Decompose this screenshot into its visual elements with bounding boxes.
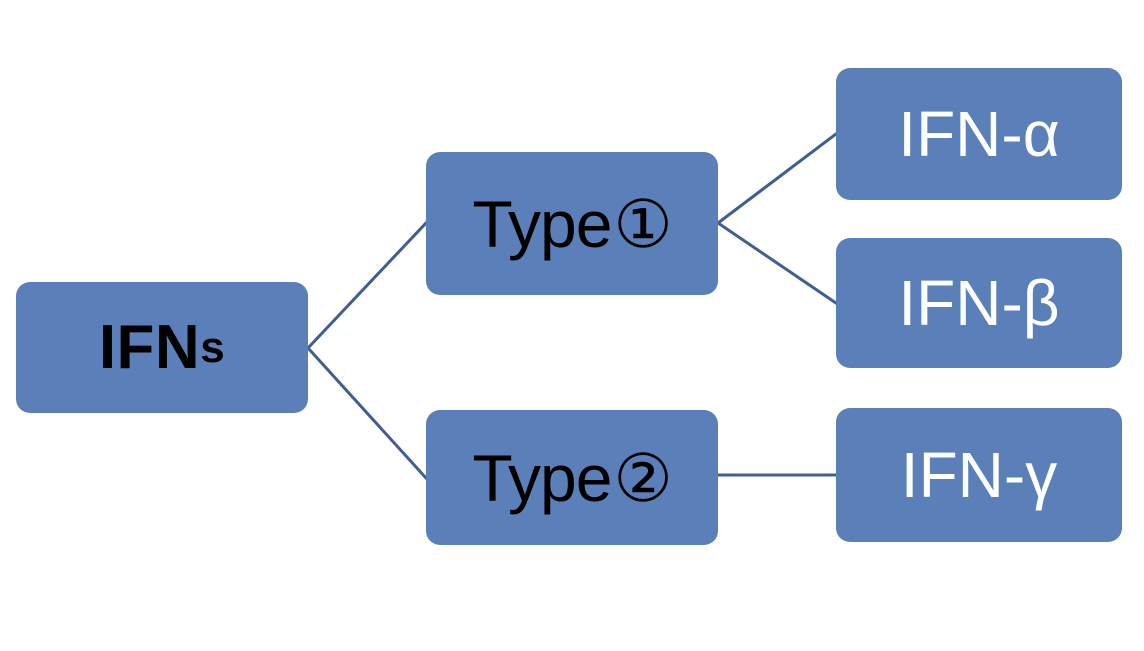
circled-number-2-icon: ② xyxy=(613,440,672,515)
node-ifn-gamma-label: IFN-γ xyxy=(900,439,1058,511)
connector-type1-to-ifn-alpha xyxy=(715,131,839,226)
connector-ifns-to-type1 xyxy=(305,220,429,351)
node-ifns-label-suffix: s xyxy=(200,322,226,372)
node-ifn-gamma[interactable]: IFN-γ xyxy=(836,408,1122,542)
node-ifn-alpha[interactable]: IFN-α xyxy=(836,68,1122,200)
circled-number-1-icon: ① xyxy=(613,186,672,261)
connector-ifns-to-type2 xyxy=(305,345,429,481)
node-type-2-label: Type xyxy=(472,440,612,515)
node-ifn-alpha-label: IFN-α xyxy=(898,98,1060,170)
node-type-1-label: Type xyxy=(472,186,612,261)
connector-type1-to-ifn-beta xyxy=(715,220,839,306)
node-ifn-beta-label: IFN-β xyxy=(898,267,1060,339)
node-ifn-beta[interactable]: IFN-β xyxy=(836,238,1122,368)
node-ifns-label-main: IFN xyxy=(98,312,201,382)
